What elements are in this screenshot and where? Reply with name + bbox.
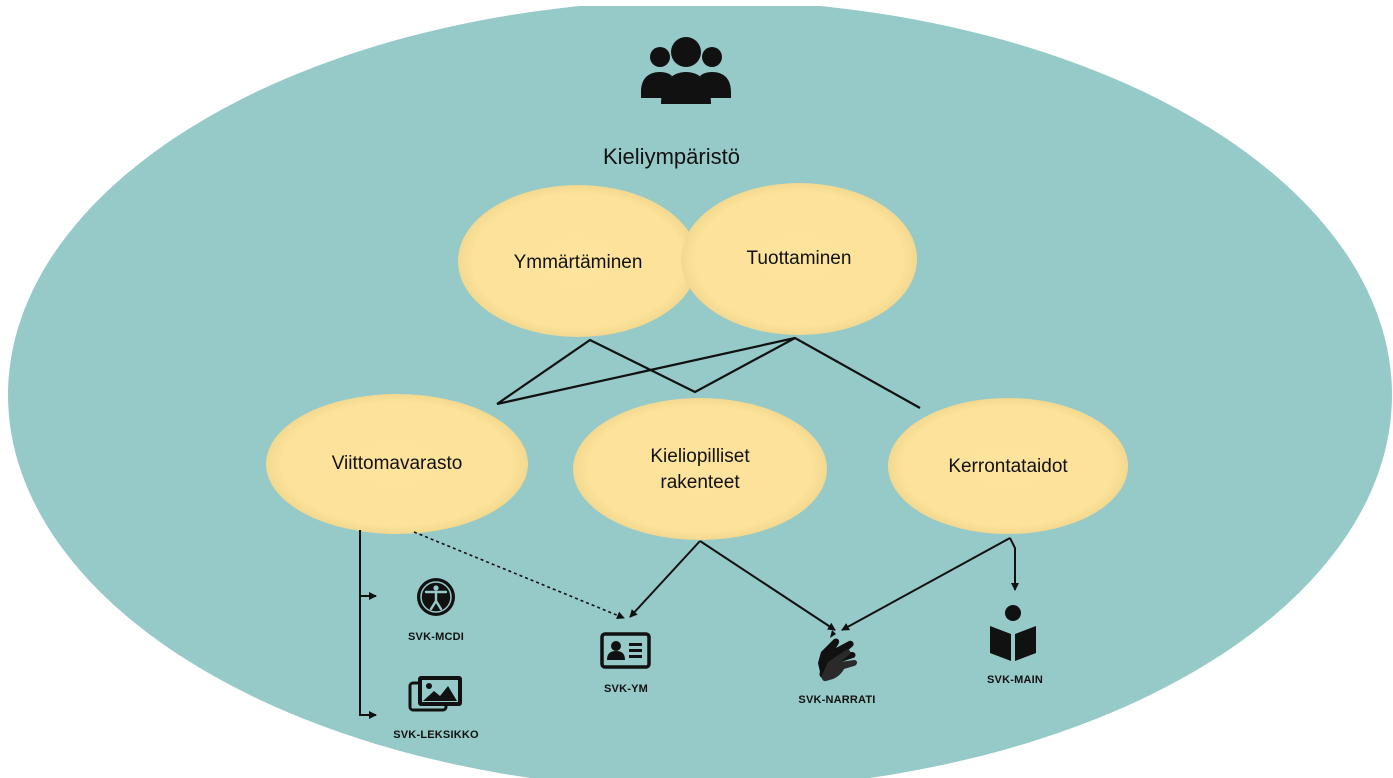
arrow-grammar-to-ym <box>629 540 701 618</box>
comprehension-ellipse <box>458 185 698 337</box>
environment-ellipse <box>8 6 1392 778</box>
tool-label-ym: SVK-YM <box>604 683 648 695</box>
id-card-icon <box>600 632 651 669</box>
production-label: Tuottaminen <box>746 248 852 269</box>
people-group-icon <box>641 37 731 104</box>
arrow-narrative-to-main <box>1009 537 1019 591</box>
arrow-grammar-to-narrati <box>699 540 836 631</box>
grammar-label-line1: Kieliopilliset <box>650 446 750 467</box>
grammar-ellipse <box>573 398 827 540</box>
production-ellipse <box>681 183 917 335</box>
arrow-vocab-to-ym <box>413 531 625 620</box>
tool-label-leksikko: SVK-LEKSIKKO <box>393 729 479 741</box>
arrow-narrative-to-narrati <box>841 537 1011 631</box>
reading-person-icon <box>990 605 1036 661</box>
tool-arrows <box>359 530 1019 719</box>
tool-label-mcdi: SVK-MCDI <box>408 631 464 643</box>
skill-connectors <box>496 336 921 409</box>
environment-title: Kieliympäristö <box>603 144 740 169</box>
tool-label-narrati: SVK-NARRATI <box>798 694 876 706</box>
tool-label-main: SVK-MAIN <box>987 674 1043 686</box>
sign-vocabulary-ellipse <box>266 394 528 534</box>
accessibility-icon <box>417 578 455 616</box>
comprehension-label: Ymmärtäminen <box>513 252 643 273</box>
sign-language-hands-icon <box>818 630 857 682</box>
arrow-to-leksikko <box>359 530 377 719</box>
image-gallery-icon <box>408 676 462 712</box>
grammar-label-line2: rakenteet <box>660 472 740 493</box>
narrative-ellipse <box>888 398 1128 534</box>
narrative-label: Kerrontataidot <box>948 456 1068 477</box>
sign-vocabulary-label: Viittomavarasto <box>331 453 463 474</box>
